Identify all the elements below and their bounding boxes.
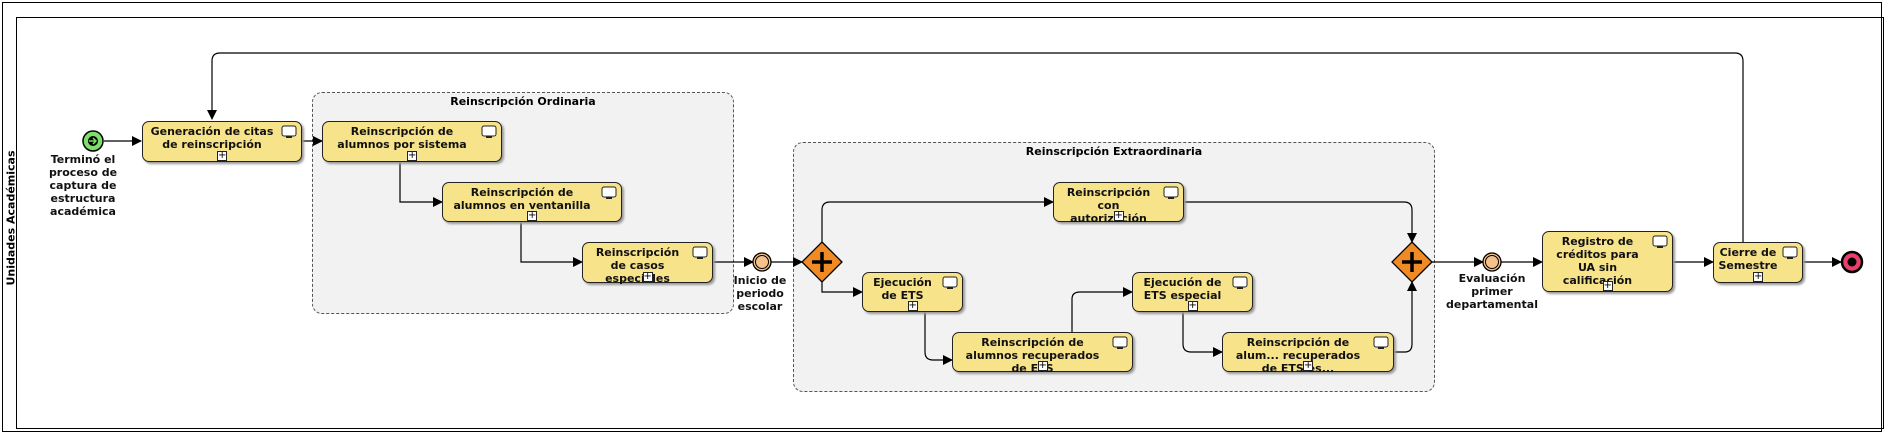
expand-plus-icon[interactable]: + — [907, 300, 918, 311]
flow-recuperados-especial-to-join — [1394, 281, 1417, 353]
start-event-label: Terminó el proceso de captura de estruct… — [48, 153, 118, 218]
flow-ventanilla-to-especiales — [520, 222, 583, 267]
expand-plus-icon[interactable]: + — [1602, 280, 1613, 291]
lane-area — [16, 17, 1884, 429]
expand-plus-icon[interactable]: + — [1303, 360, 1313, 371]
user-task-monitor-icon — [601, 186, 617, 199]
task-reinscripcion-autorizacion[interactable]: Reinscripción con autorización + — [1053, 182, 1184, 225]
expand-plus-icon[interactable]: + — [407, 150, 417, 161]
inicio-periodo-label: Inicio de periodo escolar — [733, 274, 787, 313]
user-task-monitor-icon — [281, 125, 297, 138]
task-generacion-citas[interactable]: Generación de citas de reinscripción + — [142, 121, 302, 162]
task-casos-especiales[interactable]: Reinscripción de casos especiales + — [582, 242, 713, 285]
end-event[interactable] — [1840, 250, 1864, 274]
task-label: Cierre de Semestre — [1718, 246, 1778, 272]
expand-plus-icon[interactable]: + — [1187, 300, 1198, 311]
flow-ejecucion-ets-to-recuperados — [924, 312, 953, 365]
task-label: Reinscripción de alumnos recuperados de … — [965, 336, 1100, 375]
task-recuperados-ets-especial[interactable]: Reinscripción de alum... recuperados de … — [1222, 332, 1394, 375]
expand-plus-icon[interactable]: + — [527, 210, 537, 221]
plus-icon — [812, 252, 832, 272]
flow-por-sistema-to-ventanilla — [399, 162, 443, 207]
intermediate-event-evaluacion[interactable] — [1482, 252, 1502, 272]
event-inner-circle — [755, 255, 769, 269]
user-task-monitor-icon — [942, 276, 958, 289]
plus-icon — [1402, 252, 1422, 272]
subprocess-title: Reinscripción Extraordinaria — [1025, 145, 1203, 158]
task-label: Generación de citas de reinscripción — [150, 125, 274, 151]
flow-recuperados-to-ejecucion-especial — [1071, 287, 1133, 332]
user-task-monitor-icon — [1782, 246, 1798, 259]
task-cierre-semestre[interactable]: Cierre de Semestre + — [1713, 242, 1803, 283]
task-ejecucion-ets[interactable]: Ejecución de ETS + — [862, 272, 963, 312]
user-task-monitor-icon — [1232, 276, 1248, 289]
subprocess-title: Reinscripción Ordinaria — [450, 95, 596, 108]
user-task-monitor-icon — [1112, 336, 1128, 349]
task-reinscripcion-ventanilla[interactable]: Reinscripción de alumnos en ventanilla + — [442, 182, 622, 222]
user-task-monitor-icon — [1163, 186, 1179, 199]
expand-plus-icon[interactable]: + — [642, 271, 653, 282]
flow-split-to-ejecucion-ets — [821, 282, 863, 297]
flow-split-to-autorizacion — [821, 197, 1054, 242]
parallel-gateway-split[interactable] — [801, 241, 843, 283]
evaluacion-label: Evaluación primer departamental — [1446, 272, 1538, 311]
expand-plus-icon[interactable]: + — [1113, 210, 1124, 221]
task-recuperados-ets[interactable]: Reinscripción de alumnos recuperados de … — [952, 332, 1133, 375]
task-label: Reinscripción de alumnos en ventanilla — [453, 186, 591, 212]
task-label: Ejecución de ETS — [873, 276, 932, 302]
user-task-monitor-icon — [1652, 235, 1668, 248]
user-task-monitor-icon — [692, 246, 708, 259]
task-label: Reinscripción de alumnos por sistema — [337, 125, 467, 151]
flow-loop-cierre-to-generacion — [207, 52, 1744, 242]
flow-ejecucion-especial-to-recuperados-especial — [1182, 312, 1223, 357]
task-ejecucion-ets-especial[interactable]: Ejecución de ETS especial + — [1132, 272, 1253, 312]
task-label: Ejecución de ETS especial — [1143, 276, 1222, 302]
task-label: Reinscripción de casos especiales — [595, 246, 680, 285]
task-label: Registro de créditos para UA sin calific… — [1556, 235, 1639, 287]
intermediate-event-inicio-periodo[interactable] — [752, 252, 772, 272]
expand-plus-icon[interactable]: + — [1037, 360, 1048, 371]
start-event[interactable] — [82, 130, 104, 152]
task-label: Reinscripción de alum... recuperados de … — [1235, 336, 1361, 375]
user-task-monitor-icon — [1373, 336, 1389, 349]
task-label: Reinscripción con autorización — [1066, 186, 1151, 225]
arrow-right-icon — [89, 137, 98, 145]
end-event-dot — [1847, 257, 1857, 267]
parallel-gateway-join[interactable] — [1391, 241, 1433, 283]
expand-plus-icon[interactable]: + — [217, 150, 227, 161]
task-reinscripcion-por-sistema[interactable]: Reinscripción de alumnos por sistema + — [322, 121, 502, 162]
task-registro-creditos[interactable]: Registro de créditos para UA sin calific… — [1542, 231, 1673, 292]
user-task-monitor-icon — [481, 125, 497, 138]
event-inner-circle — [1485, 255, 1499, 269]
flow-autorizacion-to-join — [1184, 201, 1417, 243]
expand-plus-icon[interactable]: + — [1753, 271, 1763, 282]
